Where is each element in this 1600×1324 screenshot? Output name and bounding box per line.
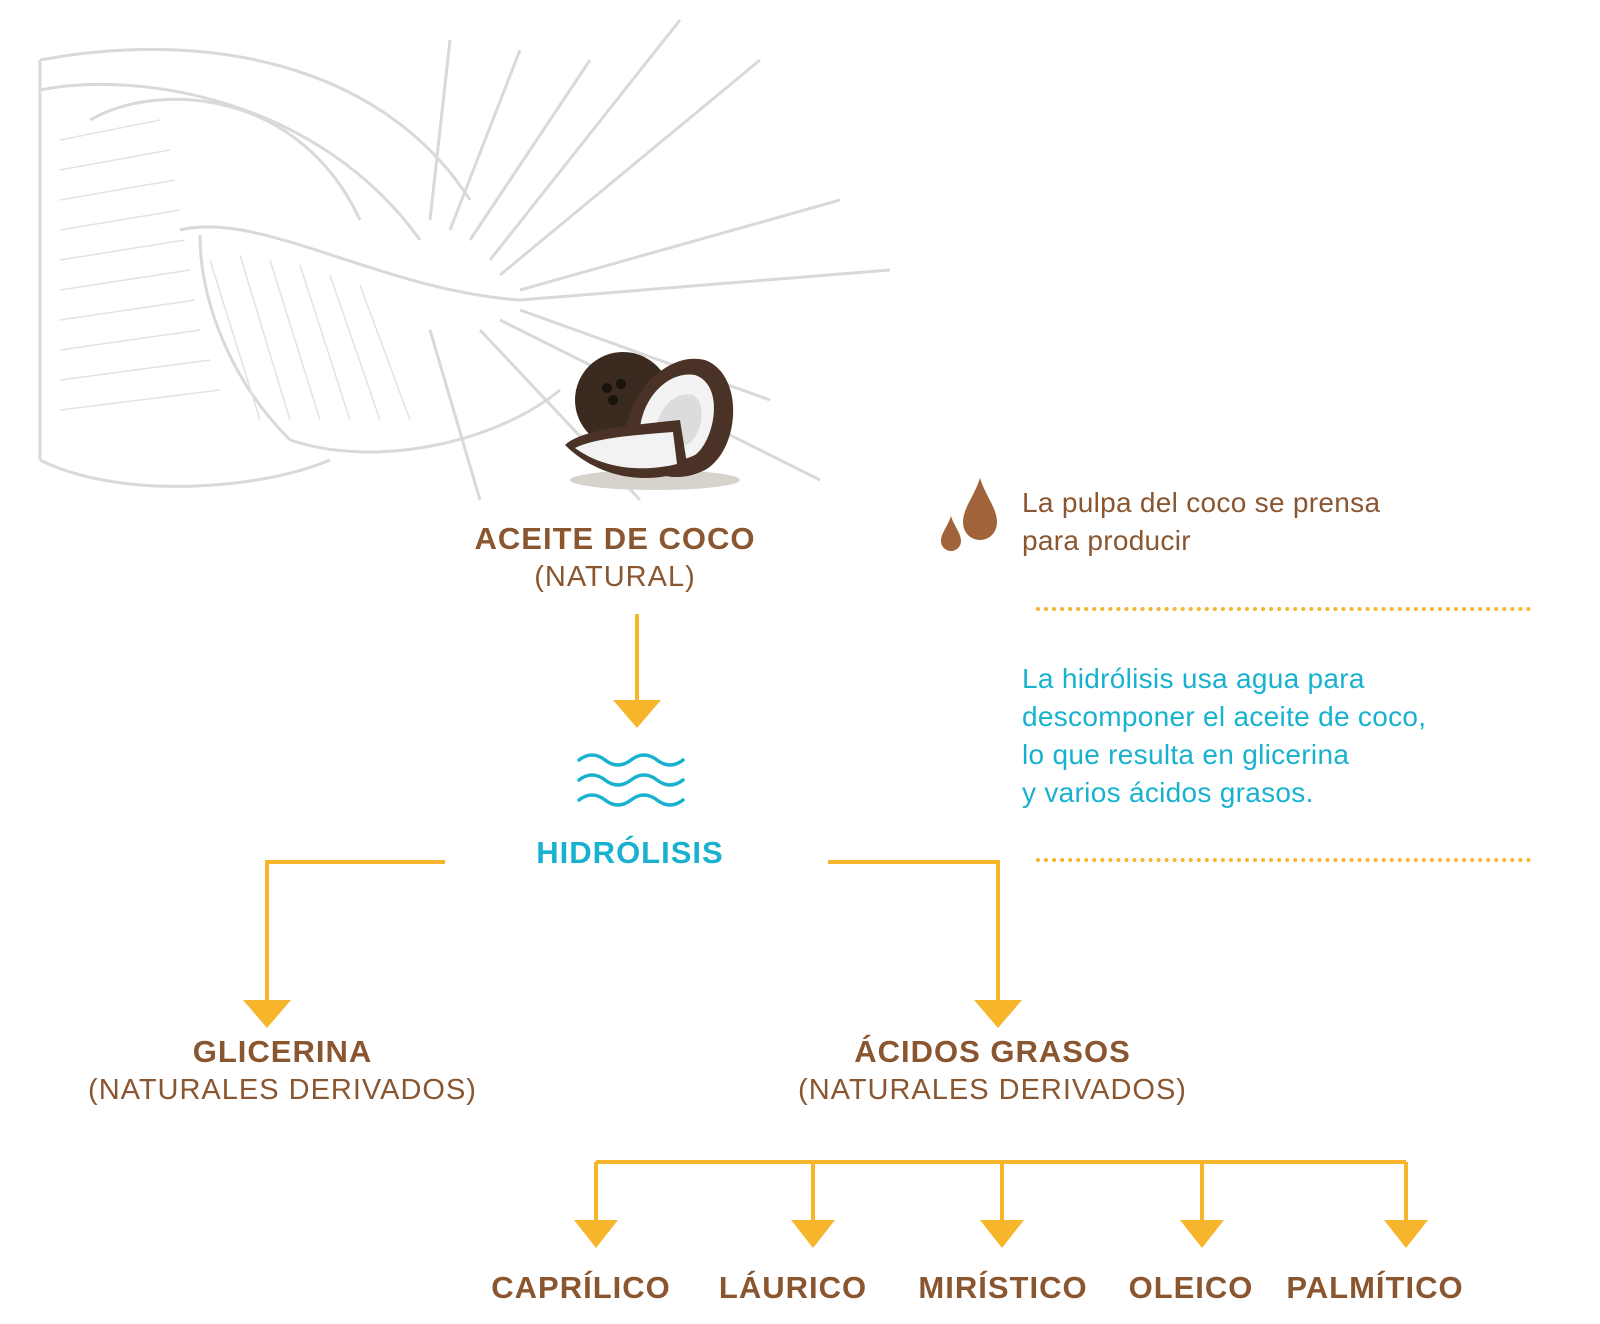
source-subtitle: (NATURAL) bbox=[534, 561, 696, 593]
palm-coconut-background bbox=[38, 19, 891, 502]
fatty-acid-oleico: OLEICO bbox=[1128, 1270, 1254, 1305]
glycerin-subtitle: (NATURALES DERIVADOS) bbox=[88, 1074, 477, 1106]
fatty-acids-title: ÁCIDOS GRASOS bbox=[854, 1034, 1131, 1069]
pressing-note-line-1: La pulpa del coco se prensa bbox=[1022, 487, 1381, 518]
hydrolysis-note-line-4: y varios ácidos grasos. bbox=[1022, 777, 1314, 808]
fatty-acid-laurico: LÁURICO bbox=[718, 1270, 868, 1305]
fatty-acids-subtitle: (NATURALES DERIVADOS) bbox=[798, 1074, 1187, 1106]
fatty-acid-palmitico: PALMÍTICO bbox=[1286, 1270, 1464, 1305]
arrowhead-fatty-acids bbox=[974, 1000, 1022, 1028]
pressing-note-line-2: para producir bbox=[1022, 525, 1191, 556]
arrowhead-laurico bbox=[791, 1220, 835, 1248]
coconut-illustration bbox=[565, 352, 740, 490]
glycerin-title: GLICERINA bbox=[192, 1034, 373, 1069]
arrowhead-hydrolysis bbox=[613, 700, 661, 728]
arrow-to-glycerin-line bbox=[265, 860, 445, 1008]
hydrolysis-note-line-1: La hidrólisis usa agua para bbox=[1022, 663, 1365, 694]
source-title: ACEITE DE COCO bbox=[474, 521, 756, 556]
arrowhead-palmitico bbox=[1384, 1220, 1428, 1248]
arrow-to-fatty-acids-line bbox=[828, 860, 1000, 1008]
note-divider-bottom bbox=[1036, 858, 1531, 862]
arrowhead-miristico bbox=[980, 1220, 1024, 1248]
fatty-acid-miristico: MIRÍSTICO bbox=[918, 1270, 1088, 1305]
note-divider-top bbox=[1036, 607, 1531, 611]
water-waves-icon bbox=[577, 753, 685, 807]
arrowhead-glycerin bbox=[243, 1000, 291, 1028]
source-label: ACEITE DE COCO (NATURAL) bbox=[440, 520, 790, 596]
hydrolysis-note-line-2: descomponer el aceite de coco, bbox=[1022, 701, 1427, 732]
hydrolysis-note-line-3: lo que resulta en glicerina bbox=[1022, 739, 1350, 770]
fatty-acids-label: ÁCIDOS GRASOS (NATURALES DERIVADOS) bbox=[750, 1033, 1235, 1109]
arrowhead-oleico bbox=[1180, 1220, 1224, 1248]
hydrolysis-note: La hidrólisis usa agua para descomponer … bbox=[1022, 660, 1582, 812]
oil-drops-icon bbox=[941, 478, 997, 551]
pressing-note: La pulpa del coco se prensa para produci… bbox=[1022, 484, 1542, 560]
arrowhead-caprilico bbox=[574, 1220, 618, 1248]
fatty-acid-caprilico: CAPRÍLICO bbox=[491, 1270, 671, 1305]
hydrolysis-label: HIDRÓLISIS bbox=[536, 835, 724, 870]
glycerin-label: GLICERINA (NATURALES DERIVADOS) bbox=[40, 1033, 525, 1109]
